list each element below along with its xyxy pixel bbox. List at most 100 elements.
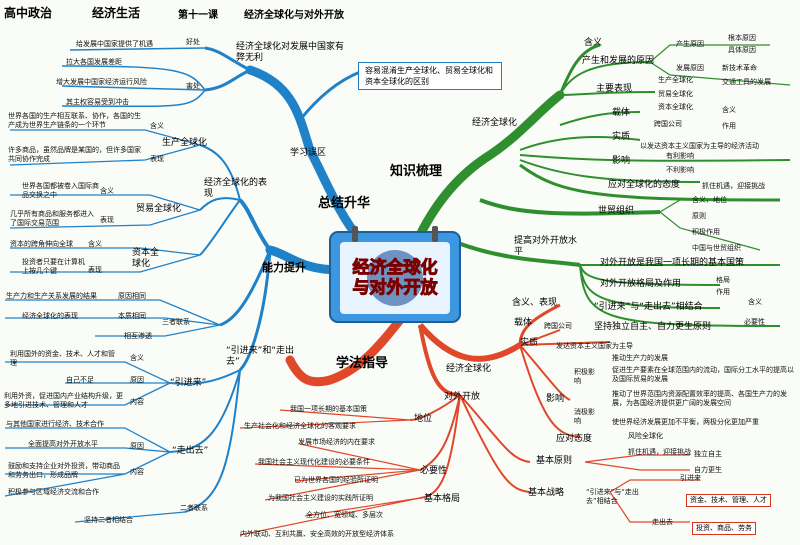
- label-xxwq: 学习误区: [290, 148, 327, 158]
- label-yz: 原则: [692, 212, 706, 220]
- label-yjl-yy: 原因: [130, 376, 144, 384]
- label-hyfb: 含义、表现: [512, 298, 558, 308]
- text-zcq-yy: 全面提高对外开放水平: [28, 440, 98, 448]
- text-jj2: 促进生产要素在全球范围内的流动，国际分工水平的提高以及国际贸易的发展: [612, 366, 794, 383]
- quadrant-zsh: 知识梳理: [390, 164, 443, 179]
- center-line1: 经济全球化: [352, 258, 438, 279]
- text-shizhi: 以发达资本主义国家为主导的经济活动: [640, 142, 759, 150]
- node-sc: 生产全球化: [162, 138, 208, 148]
- text-my-ex: 几乎所有商品和服务都进入了国际交易范围: [10, 210, 94, 227]
- text-jczl: 坚持独立自主、自力更生原则: [594, 322, 712, 332]
- label-sc-bx: 表现: [150, 155, 164, 163]
- label-shizhi: 实质: [612, 132, 631, 142]
- label-yx: 影响: [546, 394, 565, 404]
- text-zcq-nr2: 积极参与区域经济交流和合作: [8, 488, 99, 496]
- node-jjqqh-top: 经济全球化: [472, 118, 518, 128]
- text-dlzz: 独立自主: [694, 450, 722, 458]
- text-dw1: 我国一项长期的基本国策: [290, 405, 367, 413]
- center-title: 经济全球化 与对外开放: [340, 258, 450, 299]
- quadrant-xfzd: 学法指导: [336, 356, 389, 371]
- label-zb-bx: 表现: [88, 266, 102, 274]
- label-cshfz: 产生和发展的原因: [582, 56, 655, 66]
- label-xj: 消极影响: [574, 408, 595, 425]
- label-ydtd: 应对态度: [556, 434, 593, 444]
- label-zb-hy: 含义: [88, 240, 102, 248]
- label-good: 好处: [186, 38, 200, 46]
- text-sc-def: 世界各国的生产相互联系、协作，各国的生产成为世界生产链条的一个环节: [8, 112, 141, 129]
- label-hanyi: 含义: [584, 38, 603, 48]
- text-bys1: 发展市场经济的内在要求: [298, 438, 375, 446]
- node-jjqqh-low: 经济全球化: [446, 364, 492, 374]
- label-cs-gb: 根本原因: [728, 34, 756, 42]
- label-zybx: 主要表现: [596, 84, 633, 94]
- text-r2: 经济全球化的表现: [22, 312, 78, 320]
- text-bad3: 其主权容易受到冲击: [66, 98, 129, 106]
- node-zcq: “走出去”: [172, 446, 209, 456]
- text-zb-ex: 投资者只要在计算机上按几个键: [22, 258, 85, 275]
- text-gj2: 内外联动、互利共赢、安全高效的开放型经济体系: [240, 530, 394, 538]
- label-taidu: 应对全球化的态度: [608, 180, 681, 190]
- label-kggs-zy: 作用: [722, 122, 736, 130]
- label-kggs: 跨国公司: [654, 120, 682, 128]
- text-yjl-nr: 利用外资，促进国内产业结构升级，更多地引进技术、管理和人才: [4, 392, 123, 409]
- label-bys: 必要性: [420, 466, 448, 476]
- label-gj: 格局: [716, 276, 730, 284]
- label-bad: 害处: [186, 82, 200, 90]
- text-yjzc: “引进来”与“走出去”相结合: [594, 302, 703, 312]
- text-xj1: 推动了世界范围内资源配置效率的提高、各国生产力的发展，为各国经济提供更广阔的发展…: [612, 390, 787, 407]
- label-zcq: 走出去: [652, 518, 673, 526]
- text-good1: 给发展中国家提供了机遇: [76, 40, 153, 48]
- quadrant-zjsh: 总结升华: [318, 196, 371, 211]
- label-jbzl: 基本战略: [528, 488, 565, 498]
- node-my: 贸易全球化: [136, 204, 182, 214]
- box-confusion: 容易混淆生产全球化、贸易全球化和资本全球化的区别: [358, 62, 502, 90]
- text-yjl-yy: 自己不足: [66, 376, 94, 384]
- label-yingxiang: 影响: [612, 156, 631, 166]
- text-bys3: 已为世界各国的经验所证明: [294, 476, 378, 484]
- label-my-bx: 表现: [100, 216, 114, 224]
- label-cs-jt: 具体原因: [728, 46, 756, 54]
- node-tgdw: 提高对外开放水平: [514, 236, 578, 257]
- label-yjl-nr: 内容: [130, 398, 144, 406]
- label-kggs-hy: 含义: [722, 106, 736, 114]
- label-yjzc-bys: 必要性: [744, 318, 765, 326]
- box-yjl: 资金、技术、管理、人才: [686, 494, 771, 507]
- node-yjl-zcq: “引进来”和“走出去”: [226, 346, 294, 367]
- node-biaoxian: 经济全球化的表现: [204, 178, 268, 199]
- label-my-hy: 含义: [100, 187, 114, 195]
- label-zcq-nr: 内容: [130, 468, 144, 476]
- label-sz: 实质: [520, 338, 539, 348]
- label-hydw: 含义、地位: [692, 196, 727, 204]
- label-jbgj: 基本格局: [424, 494, 461, 504]
- label-r3: 相互渗透: [124, 332, 152, 340]
- text-jbgc: 对外开放是我国一项长期的基本国策: [600, 258, 745, 268]
- label-fz-xj: 新技术革命: [722, 64, 757, 72]
- label-yjl: 引进来: [680, 474, 701, 482]
- label-yjzc-hy: 含义: [748, 298, 762, 306]
- label-fz-jt: 交通工具的发展: [722, 78, 771, 86]
- text-jbzl: “引进来”与“走出去”相结合: [586, 488, 639, 505]
- text-zb-def: 资本的跨角伸向全球: [10, 240, 73, 248]
- text-zt: 跨国公司: [544, 322, 572, 330]
- text-yjl-hy: 利用国外的资金、技术、人才和管理: [10, 350, 115, 367]
- text-gj1: 全方位、宽领域、多层次: [306, 511, 383, 519]
- text-sc-ex: 许多商品，虽然品牌是某国的，但许多国家共同协作完成: [8, 146, 141, 163]
- header-lesson: 第十一课: [178, 10, 218, 21]
- label-zgysm: 中国与世贸组织: [692, 244, 741, 252]
- text-bys4: 为我国社会主义建设的实践所证明: [268, 494, 373, 502]
- label-fz-yy: 发展原因: [676, 64, 704, 72]
- label-zcq-yy: 原因: [130, 442, 144, 450]
- node-dwkf: 对外开放: [444, 392, 481, 402]
- center-calendar-icon: [329, 226, 461, 323]
- text-bad2: 增大发展中国家经济运行风险: [56, 78, 147, 86]
- node-yjl: “引进来”: [170, 378, 207, 388]
- text-bad1: 拉大各国发展差距: [66, 58, 122, 66]
- label-r1b: 原因相同: [118, 292, 146, 300]
- label-cs-yy: 产生原因: [676, 40, 704, 48]
- node-smzz: 世贸组织: [598, 206, 635, 216]
- node-zb: 资本全球化: [132, 248, 160, 269]
- node-ezlx: 二者联系: [180, 504, 208, 512]
- label-jbyz: 基本原则: [536, 456, 573, 466]
- text-my-def: 世界各国都被卷入国际商品交换之中: [22, 182, 99, 199]
- text-jj1: 推动生产力的发展: [612, 354, 668, 362]
